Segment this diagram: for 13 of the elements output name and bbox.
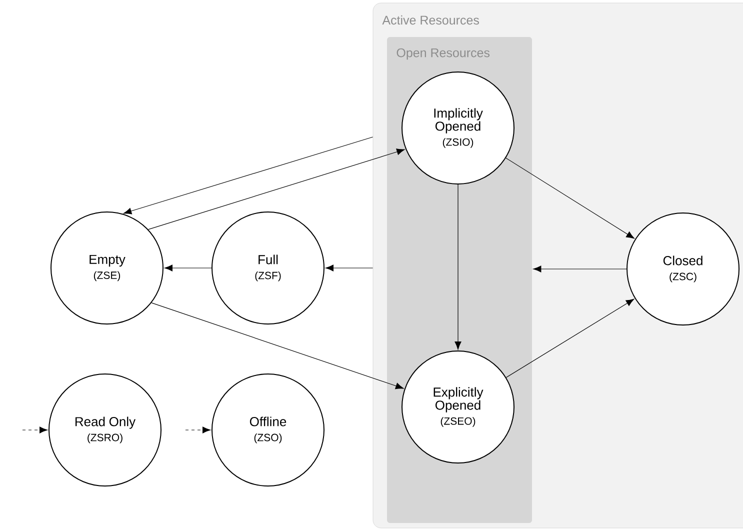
arrow [325, 264, 374, 272]
arrow [22, 426, 48, 434]
arrow [151, 302, 404, 390]
region-label: Active Resources [382, 15, 479, 25]
arrow [185, 426, 211, 434]
arrow [454, 184, 462, 350]
arrow [506, 158, 634, 239]
region-label: Open Resources [396, 48, 490, 60]
arrow [148, 148, 405, 230]
arrow [123, 136, 374, 214]
arrow [506, 298, 634, 378]
arrow [533, 266, 627, 272]
arrow [164, 264, 212, 272]
